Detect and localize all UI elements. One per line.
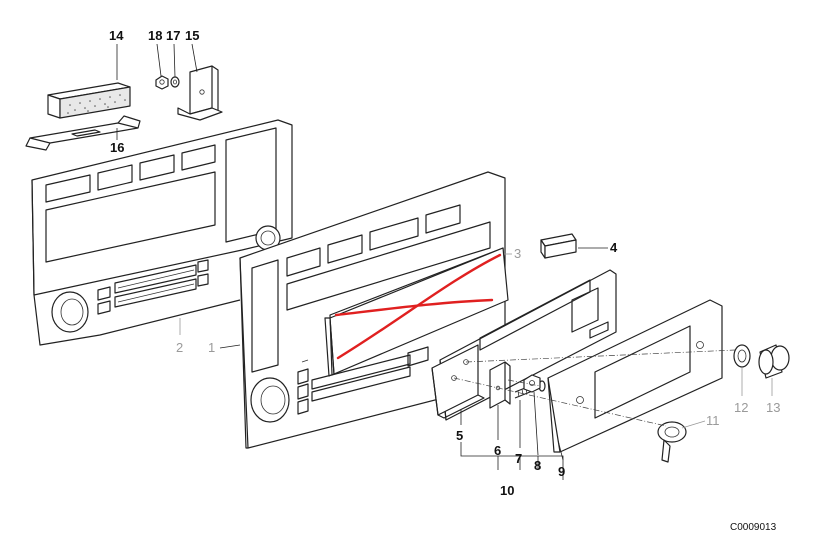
label-18: 18 <box>148 28 162 43</box>
part-13-knob <box>758 344 790 379</box>
label-9: 9 <box>558 464 565 479</box>
assembly-axes <box>453 349 736 427</box>
part-12-washer <box>733 344 751 368</box>
callout-labels: 14 18 17 15 16 2 1 3 4 5 6 7 8 9 10 11 1… <box>109 28 780 533</box>
part-3-cover-plate <box>324 247 509 377</box>
label-5: 5 <box>456 428 463 443</box>
part-16-clip-plate <box>25 115 141 151</box>
label-11: 11 <box>706 413 720 428</box>
red-strike-mark <box>334 253 502 360</box>
part-4-cap <box>540 233 577 259</box>
label-8: 8 <box>534 458 541 473</box>
label-15: 15 <box>185 28 199 43</box>
label-17: 17 <box>166 28 180 43</box>
label-12: 12 <box>734 400 748 415</box>
label-6: 6 <box>494 443 501 458</box>
label-2: 2 <box>176 340 183 355</box>
part-14-foam-pad <box>47 82 131 119</box>
label-3: 3 <box>514 246 521 261</box>
label-4: 4 <box>610 240 618 255</box>
label-14: 14 <box>109 28 124 43</box>
part-8-nut <box>523 374 541 393</box>
part-17-washer <box>170 76 180 88</box>
part-9-frame <box>547 299 723 453</box>
part-15-bracket <box>177 65 223 121</box>
leader-lines <box>116 43 773 480</box>
label-1: 1 <box>208 340 215 355</box>
label-7: 7 <box>515 451 522 466</box>
drawing-code: C0009013 <box>730 522 777 533</box>
label-10: 10 <box>500 483 514 498</box>
part-5-side-bracket <box>431 344 485 419</box>
part-2-rear-panel <box>31 119 293 346</box>
label-16: 16 <box>110 140 124 155</box>
label-13: 13 <box>766 400 780 415</box>
part-6-plate <box>489 361 511 409</box>
part-11-lever-knob <box>657 421 687 463</box>
part-18-nut <box>155 75 169 90</box>
